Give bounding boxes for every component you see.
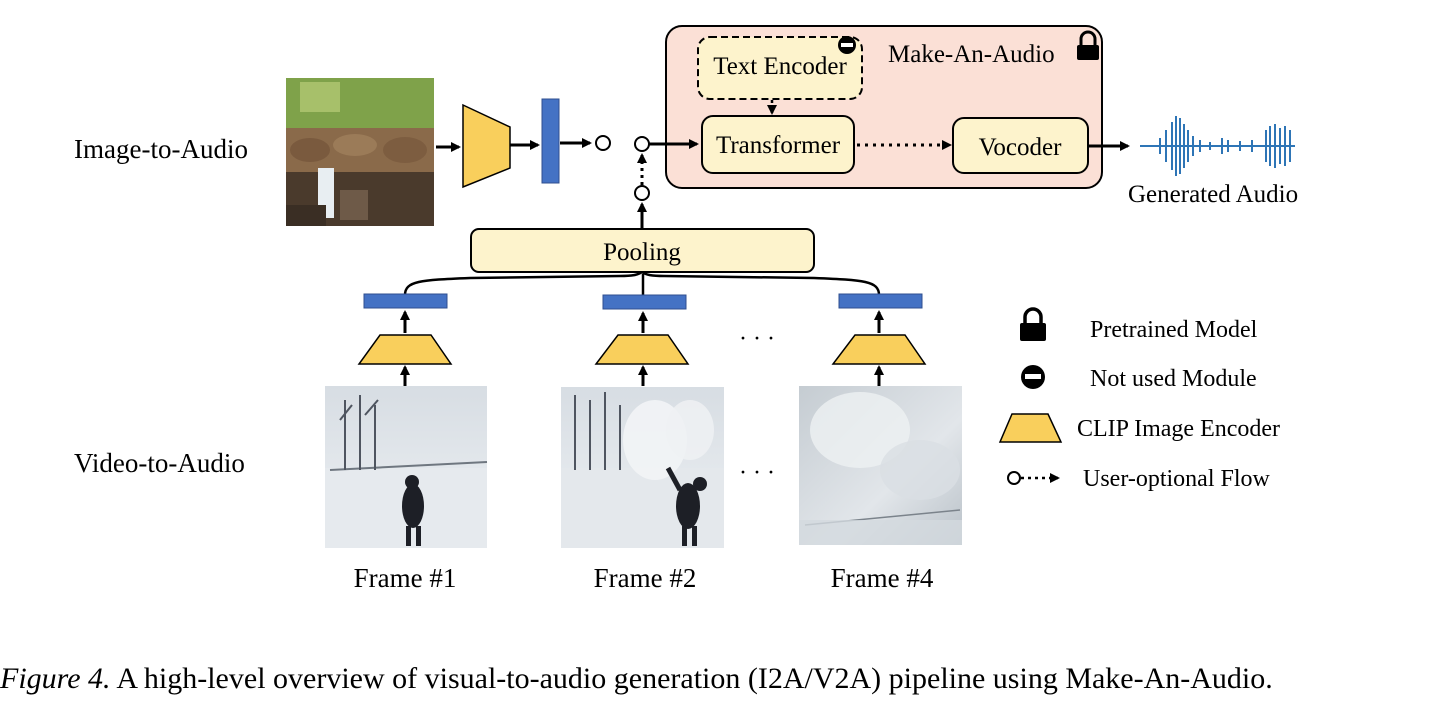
clip-image-encoder	[357, 334, 453, 365]
waterfall-image	[286, 78, 434, 226]
pooling-connectors	[403, 270, 881, 296]
ellipsis: · · ·	[739, 326, 775, 352]
video-to-audio-label: Video-to-Audio	[74, 448, 245, 478]
video-frame-2	[561, 387, 724, 548]
minus-circle-icon	[1021, 365, 1045, 389]
clip-image-encoder	[831, 334, 927, 365]
caption-figure-number: Figure 4.	[0, 662, 111, 695]
make-an-audio-label: Make-An-Audio	[888, 41, 1055, 68]
image-embedding	[541, 98, 560, 184]
optional-flow-node	[634, 185, 650, 201]
pooling-label: Pooling	[603, 239, 681, 266]
minus-circle-icon	[838, 36, 856, 54]
video-frame-4	[799, 386, 962, 545]
frame-label: Frame #4	[831, 563, 934, 593]
legend-not-used-label: Not used Module	[1090, 366, 1257, 392]
caption-text: A high-level overview of visual-to-audio…	[110, 662, 1273, 695]
frame-embedding	[363, 293, 448, 309]
waveform-icon	[1140, 116, 1295, 176]
clip-encoder-legend-icon	[998, 413, 1063, 443]
legend-pretrained-label: Pretrained Model	[1090, 317, 1258, 343]
text-encoder-label: Text Encoder	[713, 53, 847, 80]
optional-flow-node	[634, 136, 650, 152]
frame-embedding	[838, 293, 923, 309]
transformer-label: Transformer	[716, 132, 841, 159]
figure-caption: Figure 4. A high-level overview of visua…	[0, 662, 1435, 712]
clip-image-encoder	[462, 103, 511, 189]
transformer-box	[701, 115, 855, 174]
legend-optional-label: User-optional Flow	[1083, 466, 1271, 492]
legend-clip-label: CLIP Image Encoder	[1077, 416, 1280, 442]
frame-label: Frame #1	[354, 563, 457, 593]
clip-image-encoder	[594, 334, 690, 365]
vocoder-label: Vocoder	[979, 134, 1063, 161]
generated-audio-label: Generated Audio	[1128, 181, 1298, 208]
ellipsis: · · ·	[739, 460, 775, 486]
lock-icon	[1077, 30, 1099, 60]
lock-icon	[1020, 307, 1046, 341]
optional-flow-node	[595, 135, 611, 151]
pipeline-diagram: Make-An-Audio Text Encoder Transformer V…	[74, 25, 1298, 593]
frame-label: Frame #2	[594, 563, 697, 593]
legend: Pretrained Model Not used Module CLIP Im…	[998, 307, 1280, 492]
optional-flow-node	[1007, 471, 1021, 485]
video-frame-1	[325, 386, 488, 548]
image-to-audio-label: Image-to-Audio	[74, 134, 248, 164]
frame-embedding	[602, 294, 687, 310]
text-encoder-box	[697, 36, 863, 100]
